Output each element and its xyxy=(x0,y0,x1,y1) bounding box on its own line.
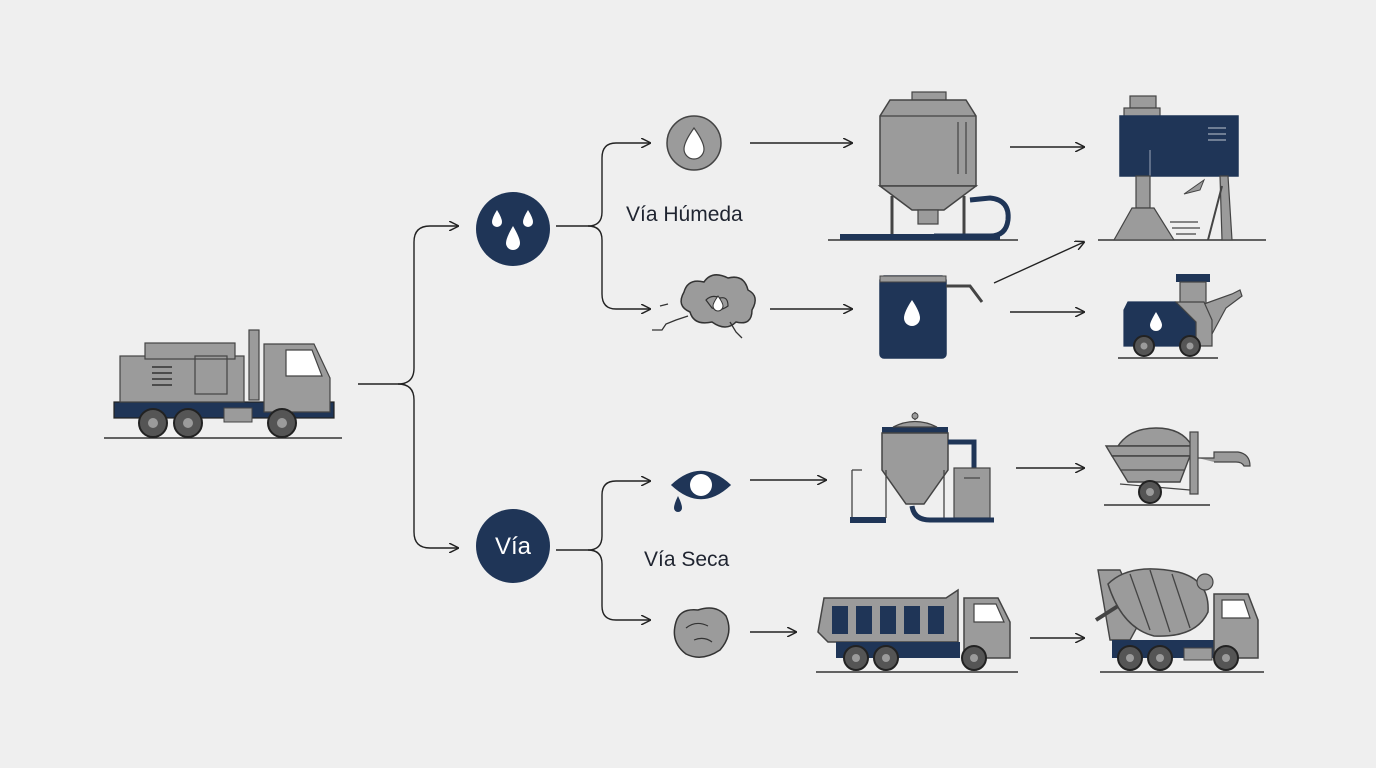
water-drop-circle-icon xyxy=(666,115,722,171)
concrete-mixer-truck-icon xyxy=(1094,568,1264,673)
silo-tank-icon xyxy=(828,91,1018,241)
eye-drop-icon xyxy=(670,470,732,512)
main-split-connector xyxy=(358,226,458,548)
wet-sludge-cloud-icon xyxy=(652,274,756,339)
dry-rock-icon xyxy=(673,607,730,658)
flow-arrows xyxy=(750,143,1084,638)
tank-truck-icon xyxy=(104,329,342,439)
dry-route-label: Vía Seca xyxy=(644,548,730,571)
cyclone-silo-icon xyxy=(850,412,994,523)
wheelbarrow-pump-icon xyxy=(1104,427,1251,506)
water-container-icon xyxy=(879,275,984,359)
dry-node: Vía xyxy=(476,509,550,583)
dump-truck-icon xyxy=(816,588,1018,673)
dry-node-label: Vía xyxy=(495,533,532,560)
water-drops-icon xyxy=(476,192,550,266)
dry-split-connector xyxy=(556,481,650,620)
wet-route-label: Vía Húmeda xyxy=(626,203,743,226)
wet-split-connector xyxy=(556,143,650,309)
mobile-pump-icon xyxy=(1118,274,1243,359)
elevated-hopper-icon xyxy=(1098,95,1266,241)
